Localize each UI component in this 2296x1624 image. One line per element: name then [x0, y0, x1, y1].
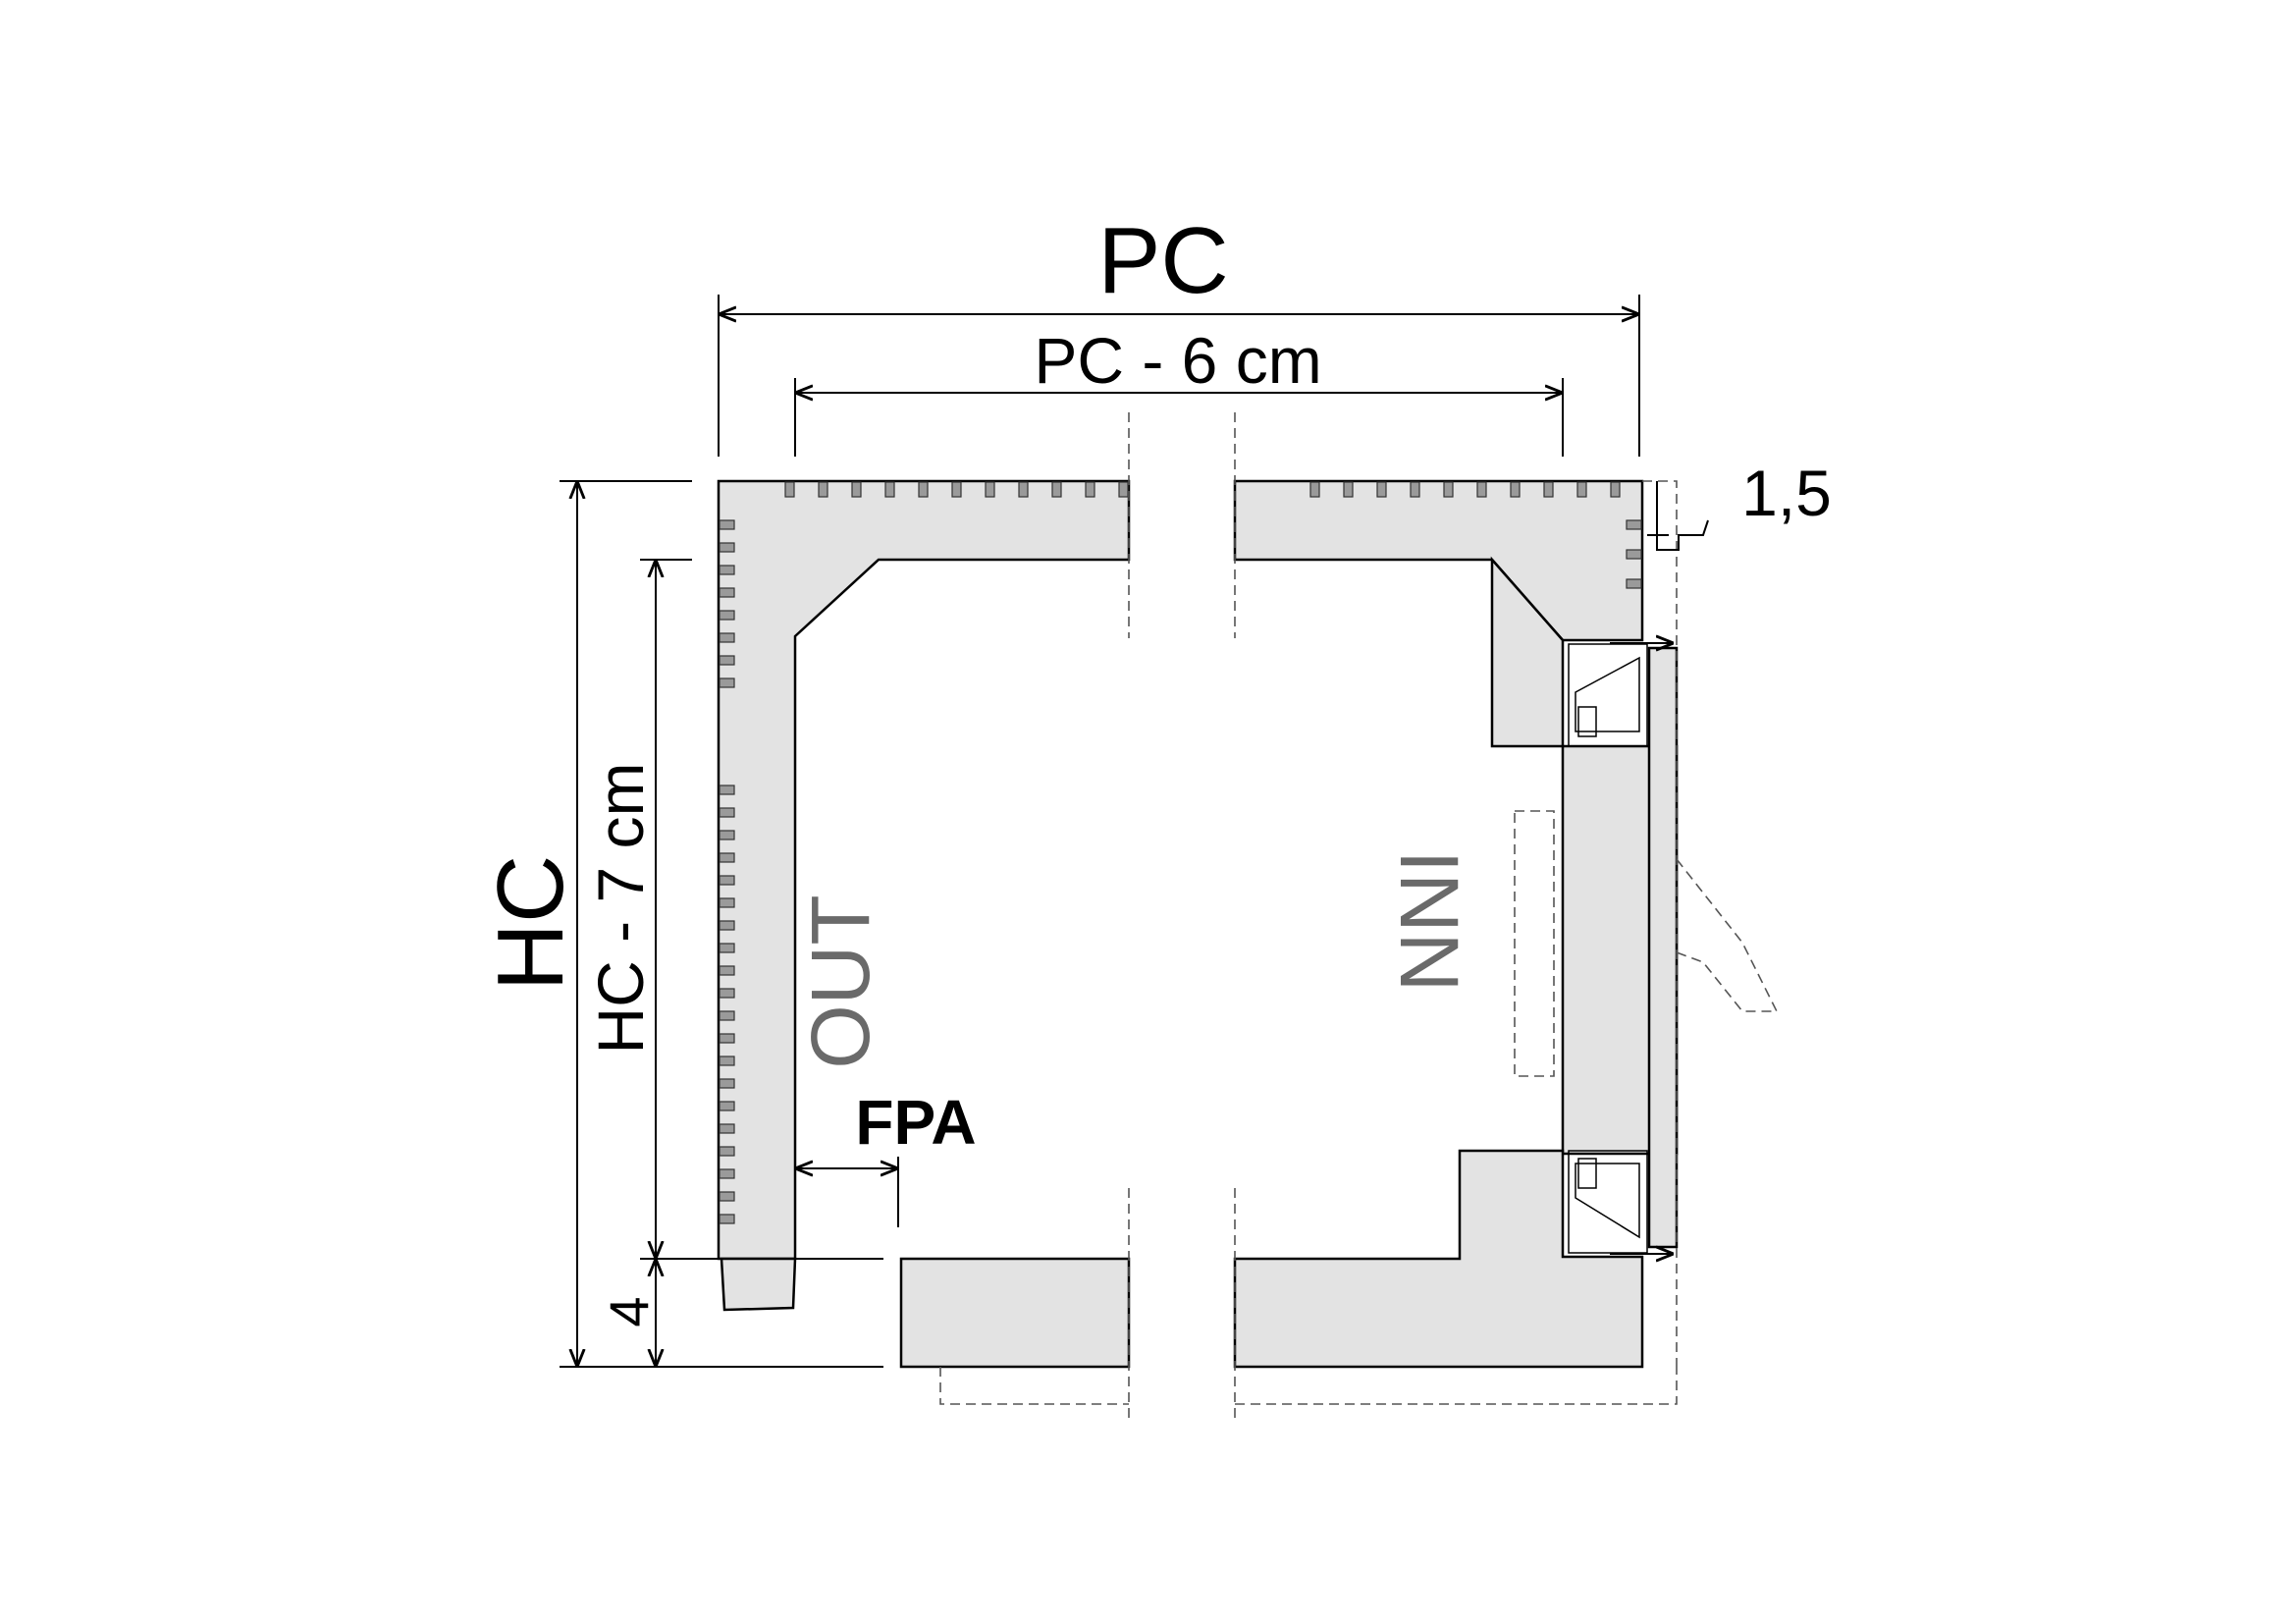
- wall-notch: [719, 1123, 735, 1134]
- dim-15-label: 1,5: [1741, 457, 1832, 529]
- wall-notch: [719, 1191, 735, 1202]
- wall-notch: [851, 481, 862, 498]
- wall-notch: [719, 1214, 735, 1224]
- wall-notch: [719, 807, 735, 818]
- wall-notch: [719, 965, 735, 976]
- wall-notch: [719, 875, 735, 886]
- wall-notch: [1343, 481, 1354, 498]
- wall-notch: [719, 632, 735, 643]
- wall-notch: [1410, 481, 1420, 498]
- dashed-lines: [939, 412, 1779, 1419]
- wall-notch: [1510, 481, 1521, 498]
- wall-notch: [1018, 481, 1029, 498]
- wall-notch: [719, 1101, 735, 1111]
- wall-notch: [1626, 519, 1642, 530]
- door-profiles: [1568, 643, 1648, 1254]
- wall-notch: [719, 1146, 735, 1157]
- wall-notch: [719, 519, 735, 530]
- wall-notch: [1626, 549, 1642, 560]
- walls: [717, 479, 1679, 1369]
- wall-notch: [719, 1010, 735, 1021]
- hc-minus-label: HC - 7 cm: [584, 763, 657, 1055]
- wall-notch: [1376, 481, 1387, 498]
- wall-notch: [719, 565, 735, 575]
- pc-minus-label: PC - 6 cm: [1034, 324, 1321, 397]
- upper-profile: [1568, 643, 1648, 747]
- wall-notch: [1309, 481, 1320, 498]
- wall-notch: [1543, 481, 1554, 498]
- wall-notch: [719, 1168, 735, 1179]
- wall-notch: [1576, 481, 1587, 498]
- wall-notch: [1610, 481, 1621, 498]
- wall-notch: [784, 481, 795, 498]
- wall-notch: [719, 897, 735, 908]
- wall-notch: [719, 988, 735, 999]
- wall-notch: [719, 852, 735, 863]
- inn-label: INN: [1383, 850, 1475, 993]
- dimension-lines: [560, 295, 1709, 1368]
- wall-notch: [719, 785, 735, 795]
- lower-profile: [1568, 1150, 1648, 1254]
- wall-notch: [719, 587, 735, 598]
- wall-notch: [884, 481, 895, 498]
- wall-notch: [1626, 578, 1642, 589]
- wall-notch: [719, 542, 735, 553]
- bottom-left-wall: [899, 1257, 1131, 1369]
- wall-notch: [818, 481, 828, 498]
- left-foot: [720, 1257, 797, 1312]
- pc-label: PC: [1097, 208, 1228, 313]
- wall-teeth: [719, 481, 1642, 1224]
- wall-notch: [719, 677, 735, 688]
- wall-notch: [1085, 481, 1095, 498]
- out-label: OUT: [794, 894, 886, 1068]
- wall-notch: [951, 481, 962, 498]
- top-right-wall: [1233, 479, 1644, 642]
- wall-notch: [719, 920, 735, 931]
- wall-notch: [719, 943, 735, 953]
- bottom-right-wall: [1233, 1149, 1644, 1369]
- wall-notch: [1118, 481, 1129, 498]
- wall-notch: [719, 655, 735, 666]
- wall-notch: [1443, 481, 1454, 498]
- wall-notch: [719, 1078, 735, 1089]
- wall-notch: [1476, 481, 1487, 498]
- wall-notch: [1051, 481, 1062, 498]
- wall-notch: [719, 830, 735, 840]
- wall-notch: [719, 610, 735, 621]
- hc-label: HC: [478, 855, 583, 992]
- dim-4-label: 4: [598, 1296, 660, 1326]
- wall-notch: [918, 481, 929, 498]
- wall-notch: [719, 1033, 735, 1044]
- right-door-leaf: [1647, 646, 1679, 1249]
- wall-notch: [719, 1056, 735, 1066]
- fpa-label: FPA: [855, 1087, 976, 1158]
- wall-notch: [985, 481, 995, 498]
